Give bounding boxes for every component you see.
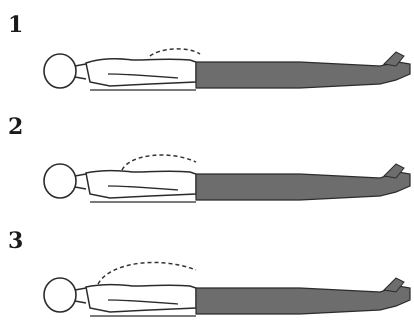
- lying-figure-icon: [0, 220, 414, 330]
- legs: [196, 286, 410, 314]
- abdomen-breath-outline-icon: [150, 49, 200, 56]
- lying-figure-icon: [0, 110, 414, 220]
- step-3-panel: 3: [0, 220, 414, 330]
- head: [44, 164, 76, 198]
- step-2-panel: 2: [0, 110, 414, 220]
- head: [44, 54, 76, 88]
- arm: [108, 74, 178, 78]
- step-1-panel: 1: [0, 0, 414, 110]
- legs: [196, 62, 410, 88]
- torso: [86, 285, 196, 312]
- lying-figure-icon: [0, 0, 414, 110]
- arm: [108, 300, 178, 304]
- head: [44, 278, 76, 312]
- arm: [108, 186, 178, 190]
- legs: [196, 172, 410, 200]
- abdomen-breath-outline-icon: [98, 262, 196, 284]
- torso: [86, 171, 196, 198]
- abdomen-breath-outline-icon: [122, 155, 196, 170]
- torso: [86, 59, 196, 86]
